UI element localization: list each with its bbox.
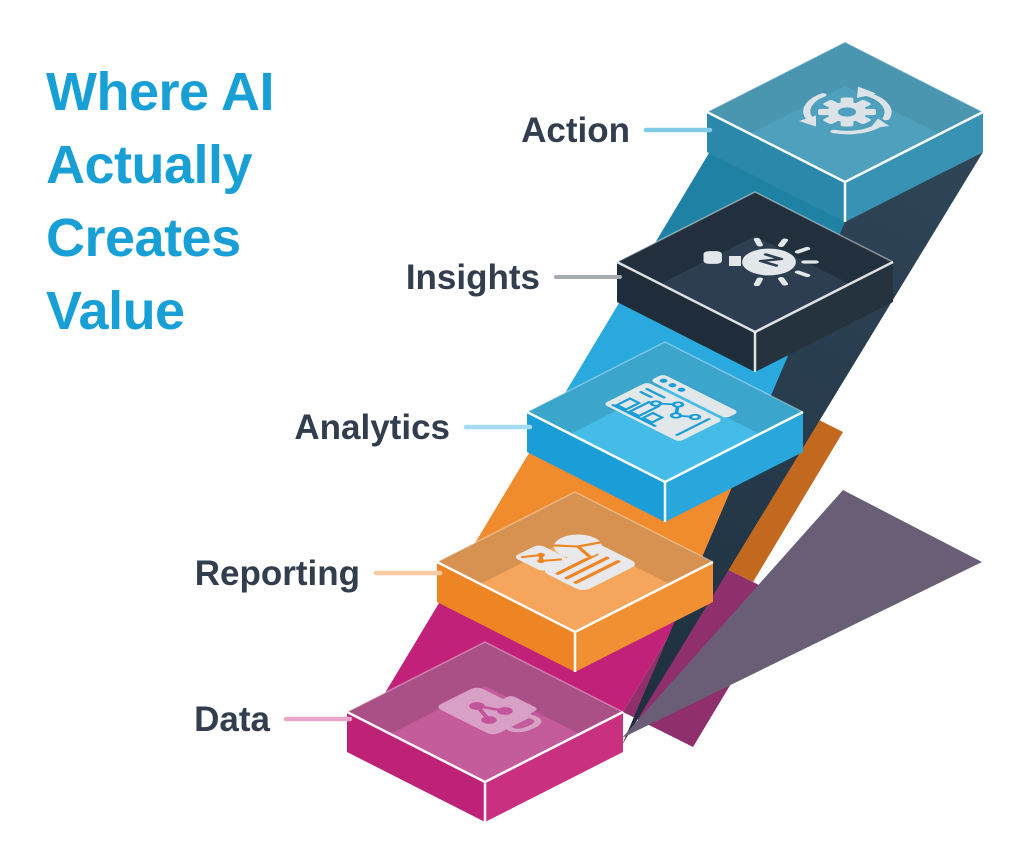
report-piechart-icon xyxy=(515,534,635,590)
box-top-shade xyxy=(347,642,623,756)
box-top-shade xyxy=(617,192,893,306)
label-action: Action xyxy=(521,111,630,150)
title-line-3: Creates xyxy=(46,208,241,268)
box-top-shade xyxy=(527,342,803,456)
floor-shadow xyxy=(622,490,982,738)
lightbulb-icon xyxy=(703,237,819,287)
gear-cycle-icon xyxy=(799,86,892,135)
step-box-data xyxy=(346,641,624,822)
label-insights: Insights xyxy=(406,258,540,297)
label-reporting: Reporting xyxy=(195,554,360,593)
box-top-shade xyxy=(437,492,713,606)
box-left-face xyxy=(437,562,575,672)
folder-share-icon xyxy=(438,687,542,735)
title-line-4: Value xyxy=(46,281,185,341)
title-line-1: Where AI xyxy=(46,62,275,122)
title-line-2: Actually xyxy=(46,135,253,195)
box-right-face xyxy=(665,412,803,522)
step-box-analytics xyxy=(526,341,804,522)
box-left-face xyxy=(527,412,665,522)
box-right-face xyxy=(755,262,893,372)
step-box-action xyxy=(706,41,984,222)
browser-analytics-icon xyxy=(605,375,737,441)
step-box-insights xyxy=(616,191,894,372)
step-box-reporting xyxy=(436,491,714,672)
box-right-face xyxy=(575,562,713,672)
label-analytics: Analytics xyxy=(294,408,450,447)
page-title: Where AI Actually Creates Value xyxy=(46,56,275,348)
box-right-face xyxy=(485,712,623,822)
label-data: Data xyxy=(194,700,270,739)
box-right-face xyxy=(845,112,983,222)
box-top-shade xyxy=(707,42,983,156)
box-left-face xyxy=(707,112,845,222)
box-left-face xyxy=(347,712,485,822)
box-left-face xyxy=(617,262,755,372)
